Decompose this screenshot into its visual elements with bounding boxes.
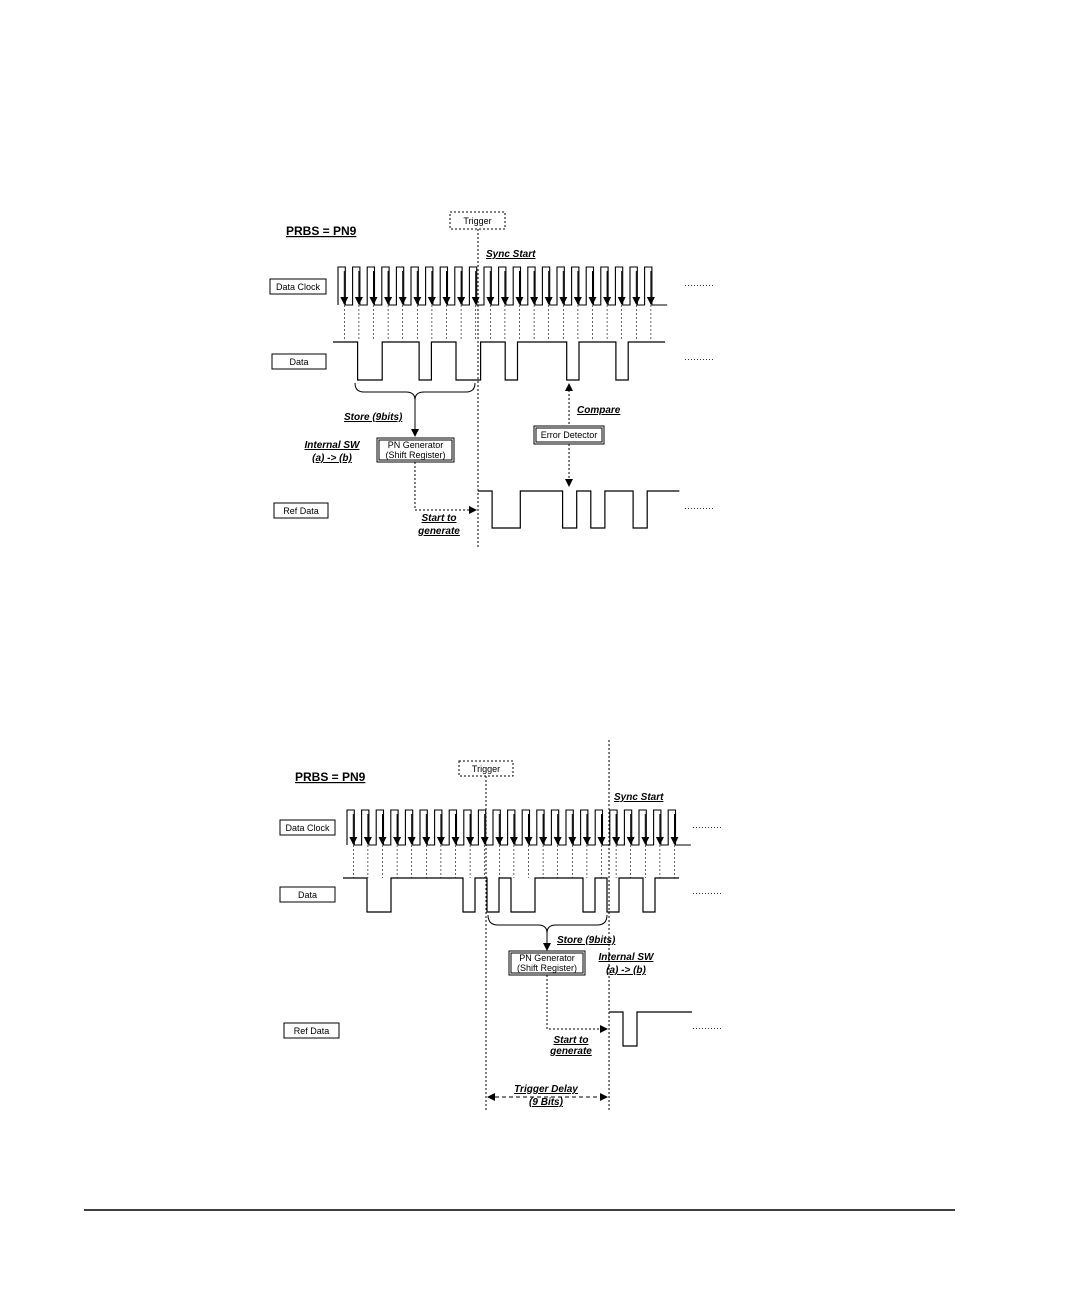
top-ref-data-waveform: [478, 490, 680, 529]
top-sync-start: Sync Start: [486, 249, 536, 260]
top-data-waveform: [333, 341, 666, 381]
bottom-trigger-label: Trigger: [472, 764, 500, 774]
bottom-internal-sw-1: Internal SW: [598, 952, 655, 963]
top-pn-generator-box: [376, 437, 455, 463]
top-store-brace: [354, 382, 476, 401]
top-data-continuation: ··········: [684, 354, 714, 364]
bottom-clock-line: [346, 809, 691, 846]
bottom-pn-generator-box: [508, 950, 586, 976]
bottom-start-arrow: [546, 975, 608, 1033]
top-internal-sw-1: Internal SW: [304, 440, 361, 451]
bottom-ref-data-box: [283, 1022, 340, 1039]
top-pn-generator-label-2: (Shift Register): [385, 450, 445, 460]
bottom-data-continuation: ··········: [692, 888, 722, 898]
bottom-store-brace: [487, 914, 608, 934]
bottom-start-label-1: Start to: [554, 1035, 589, 1046]
bottom-data-label: Data: [298, 890, 317, 900]
bottom-clock-guides: [352, 845, 675, 878]
bottom-clock-waveform: [346, 809, 691, 846]
top-diagram: PRBS = PN9 Trigger Sync Start Data Clock…: [269, 211, 714, 548]
top-data-box: [271, 353, 327, 370]
top-data-clock-box: [269, 278, 327, 295]
top-internal-sw-2: (a) -> (b): [312, 453, 352, 464]
bottom-data-clock-label: Data Clock: [285, 823, 330, 833]
bottom-diagram: PRBS = PN9 Trigger Sync Start Data Clock…: [279, 740, 722, 1112]
bottom-ref-data-waveform: [609, 1011, 692, 1047]
bottom-ref-data-label: Ref Data: [294, 1026, 330, 1036]
top-trigger-box: [449, 211, 506, 230]
bottom-data-clock-box: [279, 819, 336, 836]
bottom-pn-generator-label-1: PN Generator: [519, 953, 575, 963]
bottom-trigger-delay-label-2: (9 Bits): [529, 1097, 564, 1108]
top-start-arrow: [414, 462, 477, 514]
bottom-trigger-delay-label-1: Trigger Delay: [514, 1084, 578, 1095]
top-clock-continuation: ··········: [684, 280, 714, 290]
top-start-label-2: generate: [417, 526, 460, 537]
bottom-ref-continuation: ··········: [692, 1023, 722, 1033]
bottom-internal-sw-2: (a) -> (b): [606, 965, 646, 976]
top-clock-waveform: [337, 266, 668, 306]
top-clock-line: [337, 266, 668, 306]
bottom-store-label: Store (9bits): [557, 935, 616, 946]
bottom-sync-start: Sync Start: [614, 792, 664, 803]
top-ref-data-box: [273, 502, 329, 519]
bottom-clock-continuation: ··········: [692, 822, 722, 832]
top-data-clock-label: Data Clock: [276, 282, 321, 292]
top-data-label: Data: [289, 357, 308, 367]
bottom-pn-generator-label-2: (Shift Register): [517, 963, 577, 973]
top-start-label-1: Start to: [422, 513, 457, 524]
bottom-start-label-2: generate: [549, 1046, 592, 1057]
top-trigger-label: Trigger: [463, 216, 491, 226]
top-compare-label: Compare: [577, 405, 621, 416]
top-ref-continuation: ··········: [684, 503, 714, 513]
top-ref-data-label: Ref Data: [283, 506, 319, 516]
top-pn-generator-label-1: PN Generator: [388, 440, 444, 450]
bottom-data-box: [279, 886, 336, 903]
bottom-data-waveform: [343, 877, 679, 913]
top-error-detector-label: Error Detector: [541, 430, 598, 440]
bottom-title: PRBS = PN9: [295, 770, 366, 784]
top-store-label: Store (9bits): [344, 412, 403, 423]
top-clock-guides: [343, 305, 652, 340]
top-title: PRBS = PN9: [286, 224, 357, 238]
